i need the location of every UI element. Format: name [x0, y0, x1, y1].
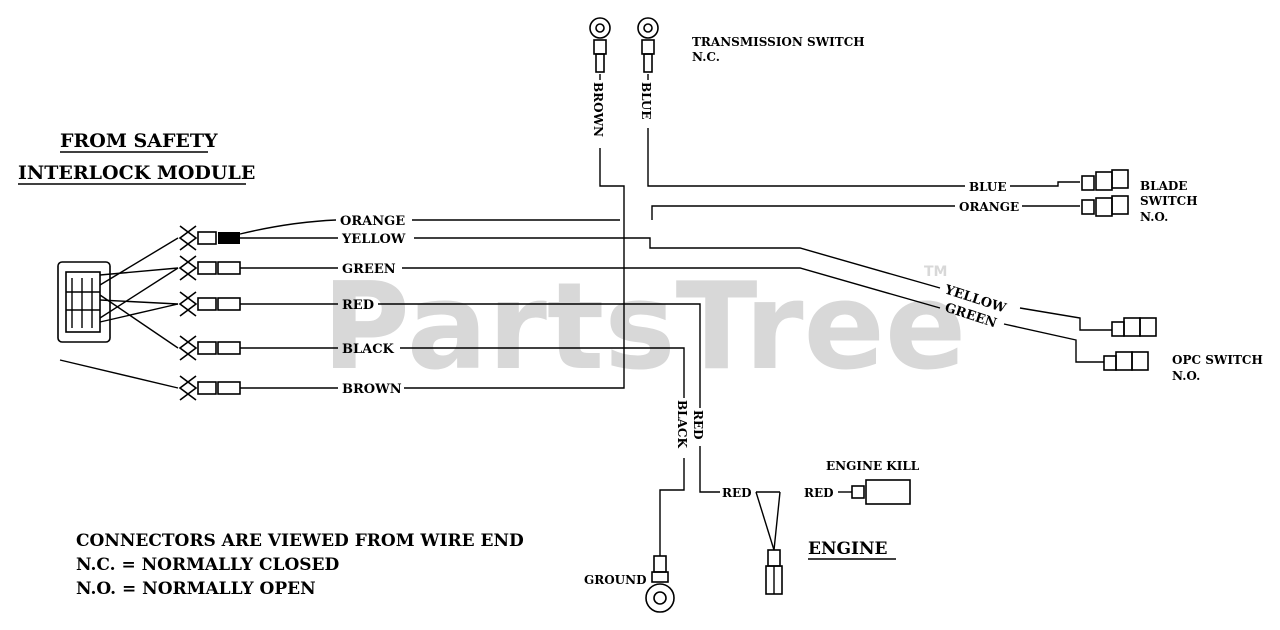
wire-label-black-left: BLACK: [342, 342, 395, 357]
title-line-2: INTERLOCK MODULE: [18, 162, 255, 184]
blade-label-3: N.O.: [1140, 210, 1168, 224]
wire-label-red-vertical: RED: [691, 410, 705, 440]
note-line-1: CONNECTORS ARE VIEWED FROM WIRE END: [76, 531, 524, 551]
connector-green: [178, 255, 241, 281]
left-connectors: [178, 225, 241, 401]
wire-label-yellow-left: YELLOW: [341, 232, 406, 247]
wire-label-green-left: GREEN: [342, 262, 396, 277]
wire-label-red-engine-2: RED: [804, 486, 834, 500]
wire-label-brown-left: BROWN: [342, 382, 402, 397]
opc-label-2: N.O.: [1172, 369, 1200, 383]
blade-switch-connectors: [1081, 169, 1129, 217]
opc-label-1: OPC SWITCH: [1172, 353, 1263, 367]
engine-kill-connector: [851, 479, 911, 505]
engine-kill-label: ENGINE KILL: [826, 459, 920, 473]
wire-label-orange-right: ORANGE: [959, 200, 1019, 214]
blade-label-2: SWITCH: [1140, 194, 1198, 208]
connector-brown: [178, 375, 241, 401]
wire-label-red-engine-1: RED: [722, 486, 752, 500]
connector-red: [178, 291, 241, 317]
note-line-3: N.O. = NORMALLY OPEN: [76, 579, 316, 599]
transmission-switch-label: TRANSMISSION SWITCH: [692, 35, 865, 49]
wire-label-orange-left: ORANGE: [340, 214, 405, 229]
watermark-text: PartsTree: [322, 258, 966, 397]
engine-terminal: [765, 549, 783, 595]
opc-switch-connectors: [1103, 317, 1157, 371]
blade-label-1: BLADE: [1140, 179, 1187, 193]
ground-label: GROUND: [584, 573, 647, 587]
wire-label-red-left: RED: [342, 298, 374, 313]
title-line-1: FROM SAFETY: [60, 130, 218, 152]
connector-black: [178, 335, 241, 361]
note-line-2: N.C. = NORMALLY CLOSED: [76, 555, 339, 575]
wire-runs: [239, 74, 1112, 556]
brown-ring-terminal: [589, 17, 611, 73]
wire-label-black-vertical: BLACK: [675, 400, 689, 448]
blue-ring-terminal: [637, 17, 659, 73]
transmission-nc-label: N.C.: [692, 50, 720, 64]
connector-orange: [178, 225, 240, 251]
module-fan-wires: [59, 237, 179, 389]
wire-label-blue-vertical: BLUE: [639, 82, 653, 120]
ground-ring-terminal: [645, 555, 675, 613]
interlock-module-connector: [57, 261, 111, 343]
engine-label: ENGINE: [808, 539, 888, 559]
watermark-trademark: TM: [924, 264, 947, 280]
wire-label-brown-vertical: BROWN: [591, 82, 605, 137]
wire-label-blue-right: BLUE: [969, 180, 1007, 194]
